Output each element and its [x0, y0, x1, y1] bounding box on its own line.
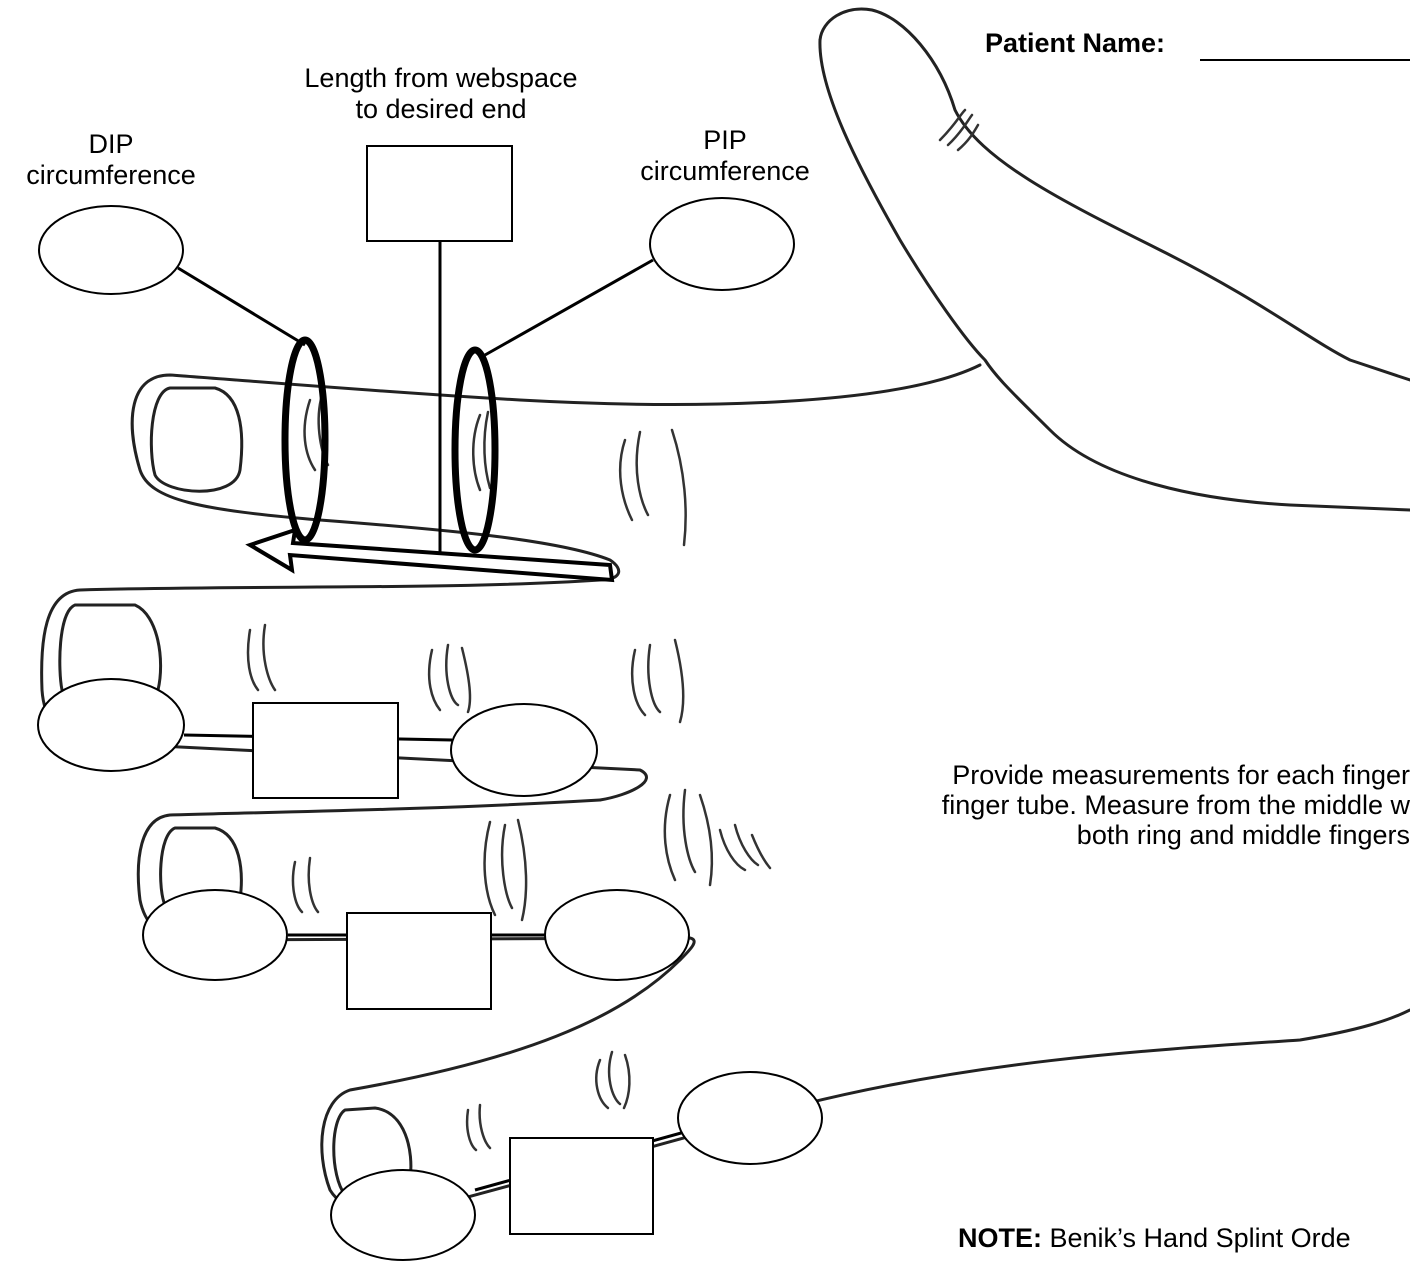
index-pip-field[interactable] — [650, 198, 794, 290]
index-length-field[interactable] — [367, 146, 512, 241]
little-length-field[interactable] — [510, 1138, 653, 1234]
instructions-line-1: Provide measurements for each finger — [942, 760, 1410, 790]
little-crease-pip — [596, 1052, 629, 1108]
index-nail — [151, 388, 241, 491]
dip-leader-line — [178, 268, 305, 345]
little-crease-dip — [467, 1105, 490, 1150]
pip-label-line-2: circumference — [617, 156, 833, 187]
patient-name-label: Patient Name: — [985, 28, 1165, 59]
pip-leader-line — [485, 260, 653, 355]
patient-name-input[interactable] — [1200, 28, 1410, 62]
thumb-outline — [820, 9, 1410, 380]
note-text: Benik’s Hand Splint Orde — [1042, 1223, 1351, 1253]
thumb-inner-outline — [820, 40, 1410, 510]
note-label: NOTE: — [958, 1223, 1042, 1253]
pip-label: PIP circumference — [617, 125, 833, 187]
dip-label: DIP circumference — [0, 129, 222, 191]
middle-dip-field[interactable] — [38, 679, 184, 771]
thumb-crease — [940, 110, 978, 150]
index-crease-mcp — [620, 430, 686, 545]
instructions-line-2: finger tube. Measure from the middle w — [942, 790, 1410, 820]
index-crease-pip — [473, 412, 490, 490]
little-crease-mcp — [720, 825, 770, 870]
little-dip-field[interactable] — [331, 1170, 475, 1260]
instructions-line-3: both ring and middle fingers — [942, 820, 1410, 850]
instructions: Provide measurements for each finger fin… — [942, 760, 1410, 850]
pip-label-line-1: PIP — [617, 125, 833, 156]
middle-crease-dip — [248, 625, 275, 690]
middle-length-field[interactable] — [253, 703, 398, 798]
middle-pip-field[interactable] — [451, 704, 597, 796]
length-label: Length from webspace to desired end — [272, 63, 610, 125]
middle-crease-pip — [429, 645, 470, 712]
middle-crease-mcp — [632, 640, 683, 722]
ring-crease-mcp — [665, 790, 712, 885]
index-dip-field[interactable] — [39, 206, 183, 294]
ring-crease-pip — [485, 820, 527, 920]
dip-label-line-1: DIP — [0, 129, 222, 160]
little-pip-field[interactable] — [678, 1072, 822, 1164]
ring-pip-field[interactable] — [545, 890, 689, 980]
note: NOTE: Benik’s Hand Splint Orde — [958, 1223, 1351, 1253]
ring-crease-dip — [293, 858, 318, 912]
dip-label-line-2: circumference — [0, 160, 222, 191]
ring-dip-field[interactable] — [143, 890, 287, 980]
ring-length-field[interactable] — [347, 913, 491, 1009]
pip-ring — [455, 350, 495, 550]
length-label-line-1: Length from webspace — [272, 63, 610, 94]
length-label-line-2: to desired end — [272, 94, 610, 125]
